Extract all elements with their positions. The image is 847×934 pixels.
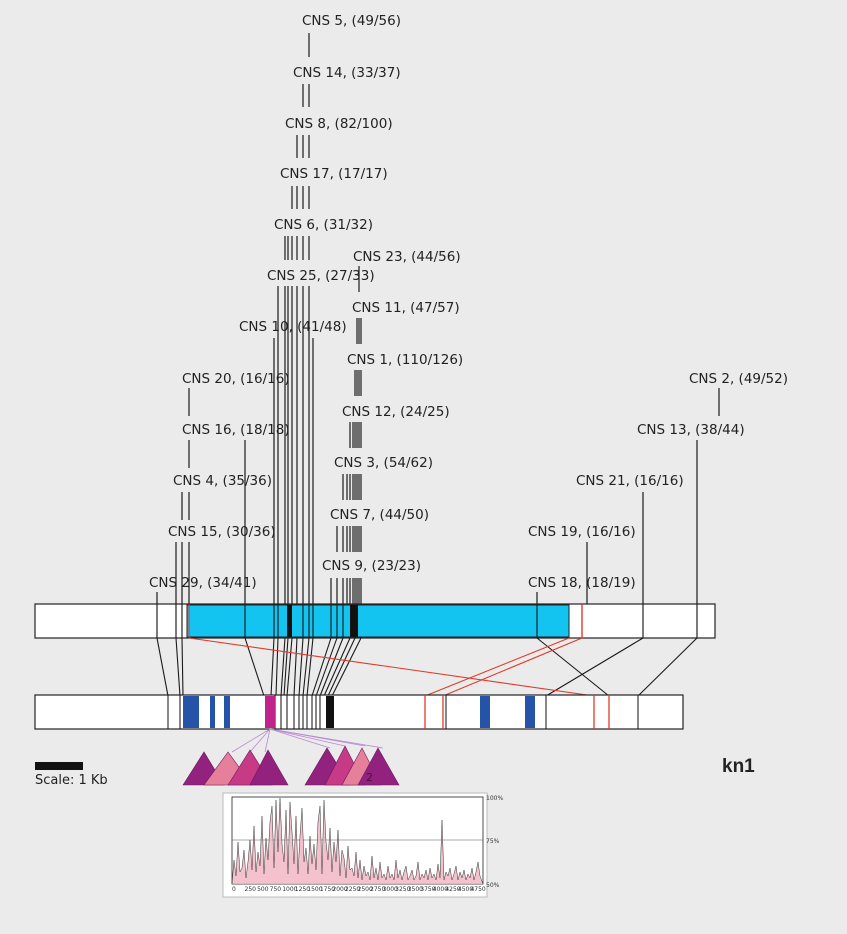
- cns-labels: CNS 5, (49/56) CNS 14, (33/37) CNS 8, (8…: [149, 13, 788, 591]
- plot-y-tick-50: 50%: [486, 882, 500, 889]
- cns-20-label: CNS 20, (16/16): [182, 371, 290, 387]
- triangle-left-4: [249, 749, 289, 786]
- cns-3-label: CNS 3, (54/62): [334, 455, 433, 471]
- plot-x-tick: 4000: [433, 886, 448, 893]
- plot-y-tick-100: 100%: [486, 795, 503, 802]
- cns-5-label: CNS 5, (49/56): [302, 13, 401, 29]
- plot-x-tick: 500: [257, 886, 269, 893]
- cns-2-label: CNS 2, (49/52): [689, 371, 788, 387]
- cns-9-label: CNS 9, (23/23): [322, 558, 421, 574]
- upper-sequence-bar: [34, 603, 716, 639]
- plot-x-tick: 1000: [282, 886, 297, 893]
- cns-connector-lines: [156, 33, 720, 606]
- plot-x-tick: 2000: [332, 886, 347, 893]
- cns-17-label: CNS 17, (17/17): [280, 166, 388, 182]
- lower-sequence-bar: [34, 694, 684, 730]
- scale-label: Scale: 1 Kb: [35, 773, 108, 788]
- plot-x-tick: 1250: [295, 886, 310, 893]
- cns-23-label: CNS 23, (44/56): [353, 249, 461, 265]
- cns-14-label: CNS 14, (33/37): [293, 65, 401, 81]
- cns-12-label: CNS 12, (24/25): [342, 404, 450, 420]
- plot-x-tick: 0: [232, 886, 236, 893]
- triangle-right-4: [357, 747, 400, 786]
- cns-25-label: CNS 25, (27/33): [267, 268, 375, 284]
- plot-x-tick: 3250: [395, 886, 410, 893]
- plot-x-tick: 750: [270, 886, 282, 893]
- transposon-triangles: [182, 745, 400, 786]
- cns-19-label: CNS 19, (16/16): [528, 524, 636, 540]
- scale-bar: [35, 762, 83, 770]
- cns-29-label: CNS 29, (34/41): [149, 575, 257, 591]
- plot-x-tick: 4500: [458, 886, 473, 893]
- plot-x-tick: 250: [245, 886, 257, 893]
- plot-x-tick: 2250: [345, 886, 360, 893]
- plot-x-tick: 2750: [370, 886, 385, 893]
- insertion-fan-lines: [231, 728, 384, 753]
- plot-y-tick-75: 75%: [486, 838, 500, 845]
- plot-x-tick: 3000: [383, 886, 398, 893]
- cns-6-label: CNS 6, (31/32): [274, 217, 373, 233]
- cns-15-label: CNS 15, (30/36): [168, 524, 276, 540]
- cns-10-label: CNS 10, (41/48): [239, 319, 347, 335]
- triangle-number-label: 2: [366, 771, 373, 784]
- plot-x-tick: 2500: [358, 886, 373, 893]
- cns-4-label: CNS 4, (35/36): [173, 473, 272, 489]
- cns-8-label: CNS 8, (82/100): [285, 116, 393, 132]
- cns-1-label: CNS 1, (110/126): [347, 352, 463, 368]
- homology-connectors: [156, 637, 698, 697]
- gene-name-label: kn1: [722, 756, 755, 777]
- cns-13-label: CNS 13, (38/44): [637, 422, 745, 438]
- plot-x-tick: 4250: [445, 886, 460, 893]
- cns-21-label: CNS 21, (16/16): [576, 473, 684, 489]
- cns-16-label: CNS 16, (18/18): [182, 422, 290, 438]
- plot-x-tick: 3500: [408, 886, 423, 893]
- plot-x-tick: 4750: [470, 886, 485, 893]
- cns-11-label: CNS 11, (47/57): [352, 300, 460, 316]
- cns-7-label: CNS 7, (44/50): [330, 507, 429, 523]
- plot-x-tick: 3750: [420, 886, 435, 893]
- cns-18-label: CNS 18, (18/19): [528, 575, 636, 591]
- identity-plot-trace: [231, 797, 484, 885]
- plot-x-tick: 1500: [307, 886, 322, 893]
- plot-x-tick: 1750: [320, 886, 335, 893]
